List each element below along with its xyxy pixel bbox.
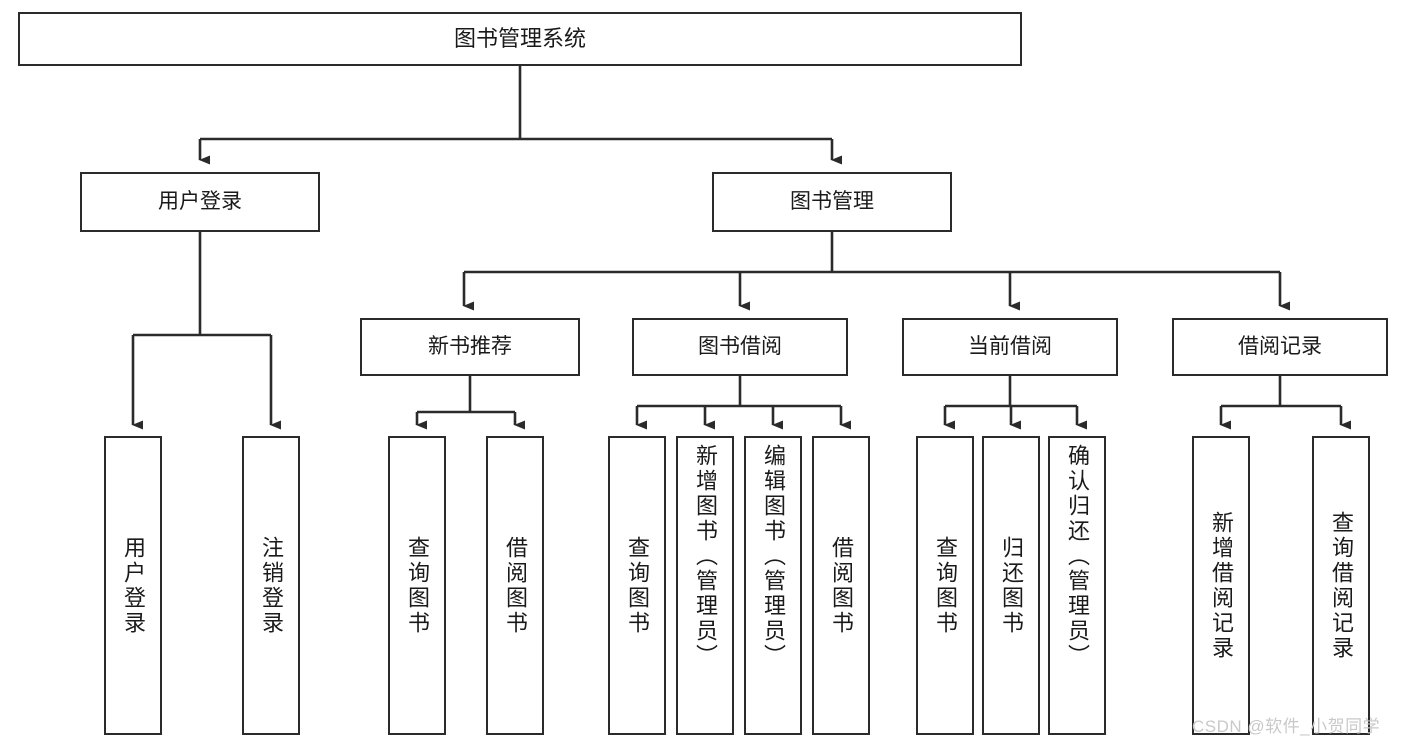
node-leaf-borrow-book-rec-label: 借阅图书 bbox=[503, 535, 528, 636]
node-user-login[interactable]: 用户登录 bbox=[80, 172, 320, 232]
node-book-manage-label: 图书管理 bbox=[790, 190, 874, 214]
node-book-manage[interactable]: 图书管理 bbox=[712, 172, 952, 232]
node-leaf-return-book-label: 归还图书 bbox=[999, 535, 1024, 636]
csdn-watermark: CSDN @软件_小贺同学 bbox=[1192, 717, 1381, 736]
node-book-borrow[interactable]: 图书借阅 bbox=[632, 318, 848, 376]
node-leaf-query-book-c-label: 查询图书 bbox=[933, 535, 958, 636]
node-leaf-borrow-book-b-label: 借阅图书 bbox=[829, 535, 854, 636]
node-leaf-borrow-book-rec[interactable]: 借阅图书 bbox=[486, 436, 544, 735]
node-leaf-query-book-b-label: 查询图书 bbox=[625, 535, 650, 636]
node-leaf-edit-book-label: 编辑图书（管理员） bbox=[761, 444, 786, 669]
node-book-borrow-label: 图书借阅 bbox=[698, 335, 782, 359]
node-leaf-query-book-rec[interactable]: 查询图书 bbox=[388, 436, 446, 735]
node-leaf-user-login-label: 用户登录 bbox=[121, 535, 146, 636]
node-leaf-add-book[interactable]: 新增图书（管理员） bbox=[676, 436, 734, 735]
node-root[interactable]: 图书管理系统 bbox=[18, 12, 1022, 66]
node-leaf-query-record-label: 查询借阅记录 bbox=[1329, 510, 1354, 661]
node-leaf-add-record-label: 新增借阅记录 bbox=[1209, 510, 1234, 661]
node-leaf-borrow-book-b[interactable]: 借阅图书 bbox=[812, 436, 870, 735]
node-new-book-rec-label: 新书推荐 bbox=[428, 335, 512, 359]
node-leaf-query-book-rec-label: 查询图书 bbox=[405, 535, 430, 636]
node-leaf-user-logout[interactable]: 注销登录 bbox=[242, 436, 300, 735]
node-current-borrow[interactable]: 当前借阅 bbox=[902, 318, 1118, 376]
node-new-book-rec[interactable]: 新书推荐 bbox=[360, 318, 580, 376]
node-leaf-confirm-return-label: 确认归还（管理员） bbox=[1065, 444, 1090, 669]
node-leaf-query-book-b[interactable]: 查询图书 bbox=[608, 436, 666, 735]
node-borrow-record[interactable]: 借阅记录 bbox=[1172, 318, 1388, 376]
node-leaf-user-logout-label: 注销登录 bbox=[259, 535, 284, 636]
node-leaf-confirm-return[interactable]: 确认归还（管理员） bbox=[1048, 436, 1106, 735]
node-leaf-return-book[interactable]: 归还图书 bbox=[982, 436, 1040, 735]
node-current-borrow-label: 当前借阅 bbox=[968, 335, 1052, 359]
node-leaf-add-book-label: 新增图书（管理员） bbox=[693, 444, 718, 669]
node-borrow-record-label: 借阅记录 bbox=[1238, 335, 1322, 359]
node-leaf-user-login[interactable]: 用户登录 bbox=[104, 436, 162, 735]
node-leaf-query-record[interactable]: 查询借阅记录 bbox=[1312, 436, 1370, 735]
node-leaf-query-book-c[interactable]: 查询图书 bbox=[916, 436, 974, 735]
node-user-login-label: 用户登录 bbox=[158, 190, 242, 214]
node-leaf-add-record[interactable]: 新增借阅记录 bbox=[1192, 436, 1250, 735]
node-leaf-edit-book[interactable]: 编辑图书（管理员） bbox=[744, 436, 802, 735]
node-root-label: 图书管理系统 bbox=[453, 25, 586, 51]
